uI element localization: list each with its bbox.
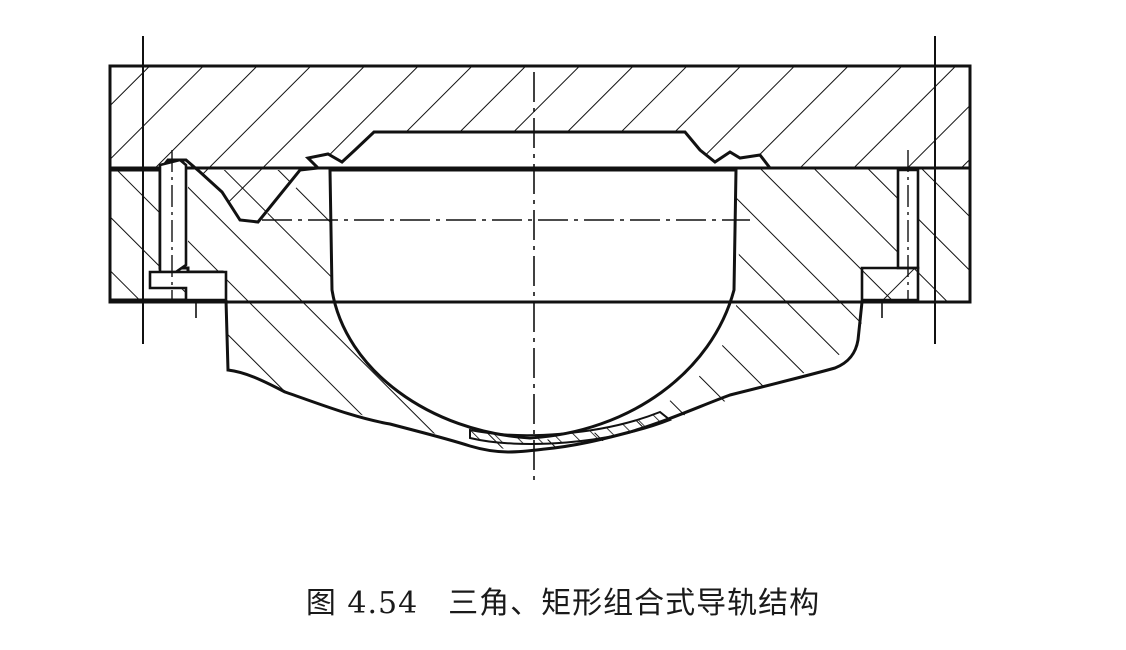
left-v-guide [108, 158, 228, 302]
bottom-guide-strip [469, 410, 672, 445]
right-retaining-plate [860, 266, 920, 302]
lower-bed-hatched-body [186, 168, 970, 452]
right-rect-guide [860, 168, 920, 302]
lower-bed-outline [224, 299, 864, 454]
figure-number: 图 4.54 [305, 586, 419, 621]
figure-caption: 图 4.54 三角、矩形组合式导轨结构 [0, 578, 1126, 622]
outer-frame [108, 64, 972, 304]
upper-table-hatched-body [108, 64, 972, 224]
lower-bed [186, 168, 970, 454]
right-gib-strip [896, 168, 920, 270]
figure-title: 三角、矩形组合式导轨结构 [448, 586, 821, 621]
left-gib-strip [158, 158, 188, 274]
